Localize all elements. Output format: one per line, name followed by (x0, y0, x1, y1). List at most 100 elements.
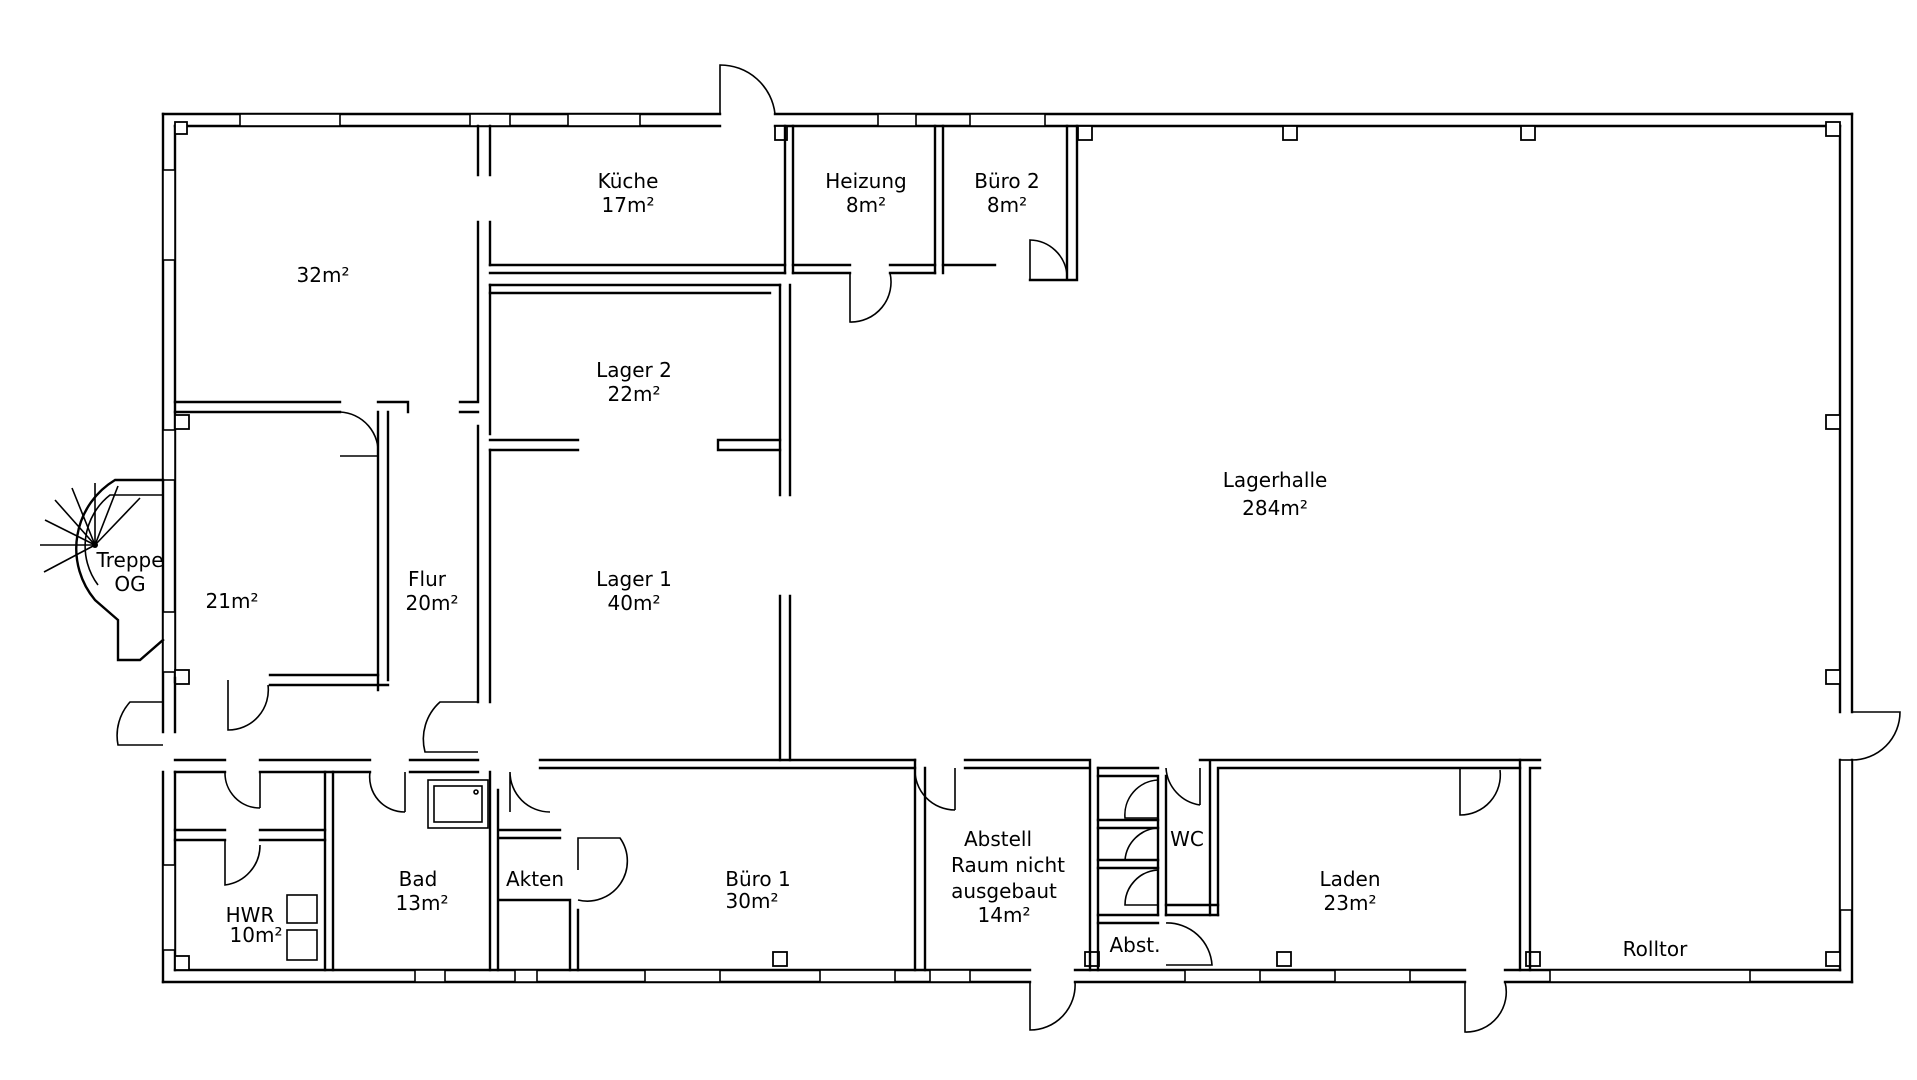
door-hwr (224, 840, 261, 886)
column (1825, 951, 1841, 967)
door-wc3 (1124, 869, 1159, 906)
wall (778, 283, 792, 497)
label-bad-area: 13m² (396, 891, 449, 915)
label-abstell-line1: Abstell (964, 827, 1032, 851)
door-21-bottom (227, 680, 270, 731)
wall (458, 400, 480, 414)
wall (488, 770, 580, 972)
label-bad-name: Bad (399, 867, 438, 891)
wall (173, 828, 327, 842)
label-rolltor-name: Rolltor (1623, 937, 1688, 961)
column (1825, 414, 1841, 430)
window (929, 969, 971, 983)
label-flur-area: 20m² (406, 591, 459, 615)
window (469, 113, 511, 127)
label-wc-name: WC (1170, 827, 1204, 851)
shower-drain (473, 789, 479, 795)
wall (476, 283, 492, 704)
label-treppe-line1: Treppe (95, 548, 163, 572)
window (1839, 759, 1853, 911)
window (162, 864, 176, 951)
shower-outer (427, 779, 489, 829)
wall (173, 400, 410, 692)
label-lager2-area: 22m² (608, 382, 661, 406)
door-hwr-top (224, 771, 261, 809)
label-laden-area: 23m² (1324, 891, 1377, 915)
label-flur-name: Flur (408, 567, 447, 591)
label-wohnen-area: 32m² (297, 263, 350, 287)
column (174, 121, 188, 135)
window (969, 113, 1046, 127)
wall (323, 770, 335, 972)
door-abst (1165, 922, 1213, 966)
door-right (1851, 711, 1901, 761)
wall (538, 758, 917, 770)
wall (963, 758, 1100, 972)
label-buero2-name: Büro 2 (974, 169, 1040, 193)
wall (173, 758, 480, 774)
window (162, 611, 176, 673)
label-buero1-area: 30m² (726, 889, 779, 913)
door-wc (1165, 767, 1201, 806)
label-lager2-name: Lager 2 (596, 358, 672, 382)
door-laden-bottom (1464, 981, 1508, 1033)
label-laden-name: Laden (1319, 867, 1380, 891)
appliances (286, 894, 318, 961)
label-buero1-name: Büro 1 (725, 867, 791, 891)
window (514, 969, 538, 983)
wall (1198, 758, 1522, 917)
wall (913, 758, 927, 972)
label-treppe-line2: OG (114, 572, 145, 596)
label-hwr-name: HWR (226, 903, 275, 927)
label-abstell-line3: ausgebaut (951, 879, 1057, 903)
window (644, 969, 721, 983)
label-lagerhalle-area: 284m² (1242, 496, 1308, 520)
window (877, 113, 917, 127)
spiral-stair (40, 478, 165, 662)
column (1276, 951, 1292, 967)
door-akten (577, 837, 629, 902)
label-buero2-area: 8m² (987, 193, 1027, 217)
wall (933, 124, 945, 275)
shower-inner (433, 785, 483, 823)
wall (476, 124, 492, 177)
label-abstell-area: 14m² (978, 903, 1031, 927)
wall (1518, 758, 1542, 972)
door-abstell (914, 767, 956, 811)
window (819, 969, 896, 983)
door-lager1 (422, 701, 478, 753)
window (239, 113, 341, 127)
door-left-entry (116, 701, 163, 746)
wall (778, 594, 792, 762)
window (162, 169, 176, 261)
windows (162, 113, 1853, 983)
door-wc1 (1124, 779, 1159, 819)
window (1334, 969, 1411, 983)
wall (791, 263, 937, 275)
wall (488, 283, 782, 295)
stair-step (54, 499, 96, 546)
column (174, 414, 190, 430)
label-akten-name: Akten (506, 867, 564, 891)
window (1184, 969, 1261, 983)
stair-center (92, 542, 98, 548)
shower-tray (427, 779, 489, 829)
column (1520, 125, 1536, 141)
wall (488, 263, 787, 275)
column (174, 669, 190, 685)
label-kueche-name: Küche (598, 169, 659, 193)
outer-walls (161, 112, 1854, 984)
column (1282, 125, 1298, 141)
label-lager1-area: 40m² (608, 591, 661, 615)
wall (476, 220, 492, 402)
stair-outer (75, 478, 165, 662)
stair-steps (40, 483, 141, 573)
door-buero1-left (509, 771, 551, 813)
column (772, 951, 788, 967)
column (1825, 121, 1841, 137)
column (1077, 125, 1093, 141)
label-abst-name: Abst. (1110, 933, 1161, 957)
label-kueche-area: 17m² (602, 193, 655, 217)
door-heizung (849, 272, 892, 323)
